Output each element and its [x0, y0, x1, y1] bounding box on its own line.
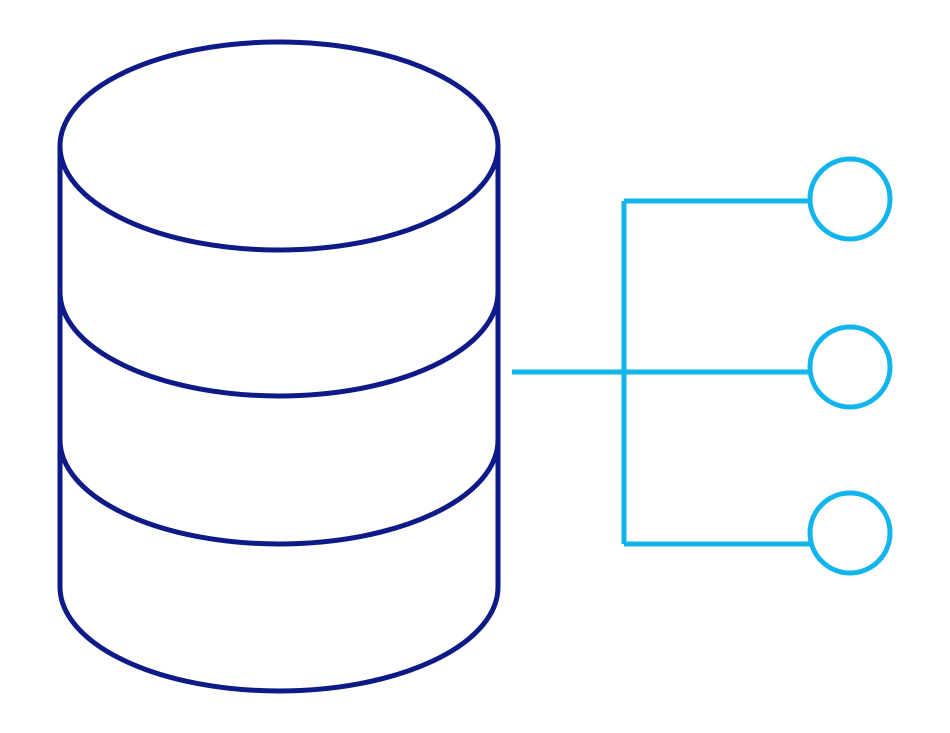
database-top-ellipse	[57, 39, 501, 253]
circle-node-icon	[807, 324, 893, 410]
database-layer-divider-1	[57, 289, 501, 399]
circle-node-icon	[807, 156, 893, 242]
connector-tree	[512, 156, 893, 576]
database-bottom-curve	[57, 584, 501, 694]
database-layer-divider-2	[57, 437, 501, 547]
circle-node-icon	[807, 490, 893, 576]
database-icon	[57, 39, 501, 694]
